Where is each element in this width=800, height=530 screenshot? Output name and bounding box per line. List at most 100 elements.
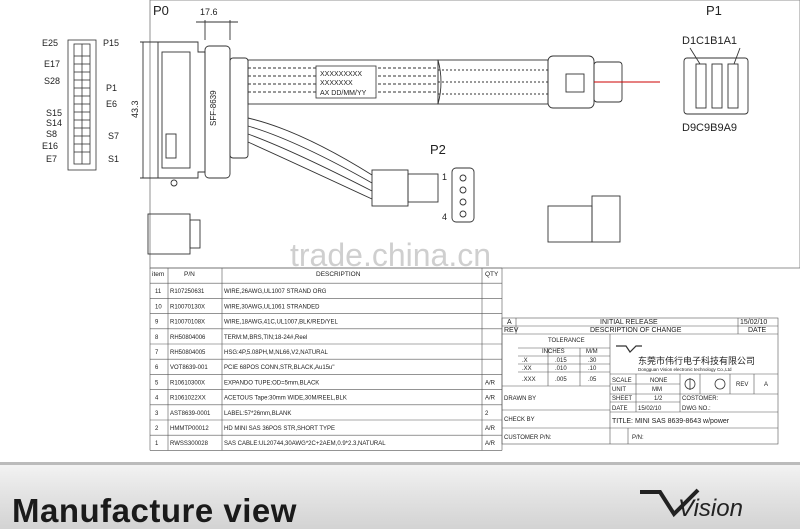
bom-cell-item: 1: [155, 441, 159, 447]
p0-pin-face: [67, 39, 97, 171]
svg-text:.015: .015: [555, 358, 567, 364]
sff-label: SFF-8639: [209, 90, 218, 126]
banner-divider: [0, 462, 800, 465]
bom-header-qty: QTY: [485, 271, 499, 278]
p1-connector-face: [683, 47, 749, 115]
svg-text:DESCRIPTION OF CHANGE: DESCRIPTION OF CHANGE: [590, 327, 682, 334]
svg-text:1/2: 1/2: [654, 396, 663, 402]
bom-cell-qty: A/R: [485, 426, 496, 432]
svg-text:E7: E7: [46, 154, 57, 164]
company-name-en: Dongguan Vision electronic technology Co…: [638, 367, 732, 372]
svg-text:S1: S1: [108, 154, 119, 164]
p0-pin-labels: E25 P15 E17 S28 P1 E6 S15 S14 S8 S7 E16 …: [42, 38, 119, 164]
bom-cell-pn: R10070108X: [170, 320, 205, 326]
svg-text:INCHES: INCHES: [542, 349, 565, 355]
svg-text:15/02/10: 15/02/10: [740, 319, 767, 326]
banner: Manufacture view Vision: [0, 462, 800, 529]
bom-cell-desc: WIRE,30AWG,UL1061 STRANDED: [224, 304, 320, 310]
svg-text:TOLERANCE: TOLERANCE: [548, 338, 585, 344]
svg-text:INITIAL RELEASE: INITIAL RELEASE: [600, 319, 658, 326]
bom-cell-qty: A/R: [485, 380, 496, 386]
bom-cell-item: 3: [155, 411, 159, 417]
bom-cell-item: 6: [155, 365, 159, 371]
vision-logo-small: [616, 345, 642, 353]
svg-text:A: A: [507, 319, 512, 326]
cable-label-box: XXXXXXXXX XXXXXXX AX DD/MM/YY: [315, 65, 377, 99]
svg-text:CUSTOMER P/N:: CUSTOMER P/N:: [504, 435, 552, 441]
svg-text:S15: S15: [46, 108, 62, 118]
vision-logo: Vision: [640, 488, 743, 522]
partial-detail-views: [147, 195, 621, 255]
title-block: [501, 317, 779, 445]
bom-cell-pn: HMMTP00012: [170, 426, 209, 432]
bom-cell-desc: SAS CABLE:UL20744,30AWG*2C+2AEM,0.9*2.3,…: [224, 441, 386, 447]
bom-cell-desc: WIRE,26AWG,UL1007 STRAND ORG: [224, 289, 327, 295]
p1-pins-bottom: D9C9B9A9: [682, 122, 737, 134]
bom-table: [149, 267, 503, 451]
company-name-cn: 东莞市伟行电子科技有限公司: [638, 355, 755, 366]
svg-text:SHEET: SHEET: [612, 396, 632, 402]
bom-cell-qty: 2: [485, 411, 489, 417]
bom-cell-item: 9: [155, 320, 159, 326]
bom-cell-desc: HD MINI SAS 36POS STR,SHORT TYPE: [224, 426, 335, 432]
bom-cell-qty: A/R: [485, 441, 496, 447]
title-block-text: A INITIAL RELEASE 15/02/10 REV DESCRIPTI…: [504, 319, 768, 441]
svg-text:S14: S14: [46, 118, 62, 128]
svg-text:NONE: NONE: [650, 378, 667, 384]
svg-text:A: A: [764, 382, 768, 388]
dim-top: 17.6: [200, 7, 218, 17]
watermark-trade: trade.china.cn: [290, 237, 491, 273]
svg-text:.XX: .XX: [522, 366, 532, 372]
bom-cell-desc: PCIE 68POS CONN,STR,BLACK,Au15u": [224, 365, 335, 371]
svg-text:.010: .010: [555, 366, 567, 372]
bom-cell-item: 10: [155, 304, 162, 310]
svg-text:S8: S8: [46, 129, 57, 139]
svg-text:M/M: M/M: [586, 349, 598, 355]
svg-text:.X: .X: [522, 358, 528, 364]
svg-text:DRAWN BY: DRAWN BY: [504, 396, 536, 402]
svg-text:E25: E25: [42, 38, 58, 48]
cable-assembly-drawing: P0 E25 P15 E17 S28 P1 E6 S15 S14 S8 S7 E…: [42, 0, 800, 451]
svg-text:SCALE: SCALE: [612, 378, 632, 384]
bom-header-item: item: [152, 271, 164, 278]
bom-cell-item: 4: [155, 396, 159, 402]
p2-pin-4: 4: [442, 212, 447, 222]
bom-cell-pn: R1061022XX: [170, 396, 206, 402]
svg-text:.05: .05: [588, 377, 597, 383]
svg-text:AX DD/MM/YY: AX DD/MM/YY: [320, 90, 367, 97]
bom-cell-pn: R10070130X: [170, 304, 205, 310]
bom-cell-desc: EXPANDO TUPE:OD=5mm,BLACK: [224, 380, 319, 386]
bom-cell-pn: VOT8639-001: [170, 365, 208, 371]
p2-pin-1: 1: [442, 172, 447, 182]
svg-text:DATE: DATE: [748, 327, 766, 334]
bom-cell-pn: RWSS300028: [170, 441, 209, 447]
svg-text:.005: .005: [555, 377, 567, 383]
bom-cell-item: 8: [155, 335, 159, 341]
bom-cell-item: 5: [155, 380, 159, 386]
p0-label: P0: [153, 3, 169, 18]
symbol-icon: [684, 378, 726, 390]
svg-text:P15: P15: [103, 38, 119, 48]
svg-text:DATE: DATE: [612, 406, 628, 412]
svg-text:.10: .10: [588, 366, 597, 372]
svg-text:Vision: Vision: [678, 495, 743, 522]
p1-pins-top: D1C1B1A1: [682, 35, 737, 47]
bom-header-pn: P/N: [184, 271, 195, 278]
bom-cell-desc: TERM:M,BRS,TIN;18-24#,Reel: [224, 335, 307, 341]
bom-cell-pn: RH50804005: [170, 350, 206, 356]
svg-text:CHECK BY: CHECK BY: [504, 417, 535, 423]
svg-text:DWG NO.:: DWG NO.:: [682, 406, 711, 412]
svg-text:MM: MM: [652, 387, 662, 393]
svg-text:S28: S28: [44, 76, 60, 86]
svg-text:XXXXXXX: XXXXXXX: [320, 80, 353, 87]
p2-label: P2: [430, 142, 446, 157]
banner-title: Manufacture view: [12, 492, 297, 529]
power-wires: [247, 117, 373, 200]
svg-text:XXXXXXXXX: XXXXXXXXX: [320, 71, 362, 78]
svg-text:P1: P1: [106, 83, 117, 93]
svg-text:P/N:: P/N:: [632, 435, 644, 441]
svg-text:E17: E17: [44, 59, 60, 69]
bom-cell-item: 11: [155, 289, 162, 295]
drawing-title: TITLE: MINI SAS 8639-8643 w/power: [612, 418, 730, 425]
